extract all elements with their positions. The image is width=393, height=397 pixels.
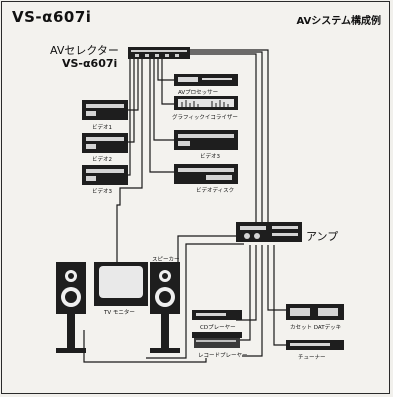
cassette-dat-label: カセット DATデッキ [290,325,342,331]
diagram-caption: AVシステム構成例 [296,16,382,27]
amp-label: アンプ [306,230,339,243]
video-disc-label: ビデオディスク [196,188,235,194]
tv-monitor-label: TV モニター [104,310,135,316]
video2-device [82,133,128,153]
av-selector-device [128,47,190,59]
amp-device [236,222,302,242]
speaker-right [150,262,180,353]
video3-left-device [82,165,128,185]
record-player-device [192,332,242,348]
speaker-left [56,262,86,353]
graphic-equalizer-label: グラフィックイコライザー [172,115,238,121]
tuner-label: チューナー [298,355,326,361]
video3-left-label: ビデオ3 [92,189,112,195]
graphic-equalizer-device [174,96,238,110]
cd-player-label: CDプレーヤー [200,325,236,331]
av-processor-device [174,74,238,86]
video-disc-device [174,164,238,184]
cassette-dat-device [286,304,344,320]
speaker-label: スピーカー [152,257,180,263]
selector-label-line1: AVセレクター [50,44,119,57]
video3-right-device [174,130,238,150]
cd-player-device [192,310,242,320]
av-processor-label: AVプロセッサー [178,90,219,96]
selector-label-line2: VS-α607i [62,57,118,70]
record-player-label: レコードプレーヤー [198,353,248,359]
page-title: VS-α607i [12,8,92,26]
video2-label: ビデオ2 [92,157,112,163]
video3-right-label: ビデオ3 [200,154,220,160]
diagram-frame [1,1,390,394]
video1-device [82,100,128,120]
tv-monitor-device [94,262,148,306]
tuner-device [286,340,344,350]
video1-label: ビデオ1 [92,125,112,131]
